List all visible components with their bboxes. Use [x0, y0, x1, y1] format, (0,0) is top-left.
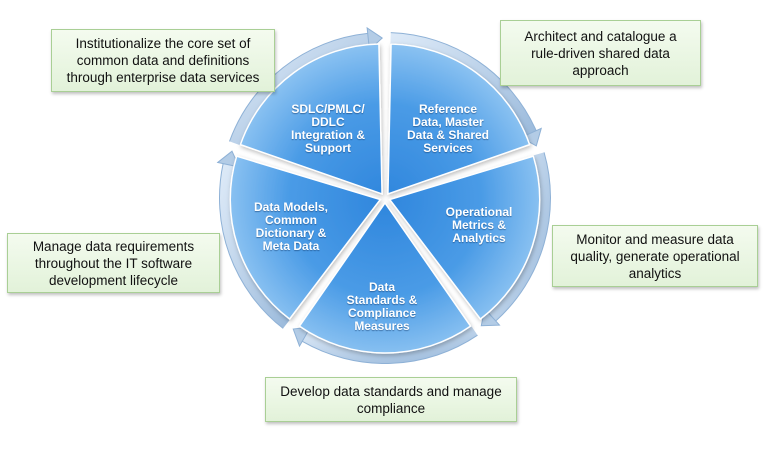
segment-label-sdlc-integration: SDLC/PMLC/ DDLC Integration & Support — [291, 102, 365, 155]
segment-label-data-models: Data Models, Common Dictionary & Meta Da… — [253, 200, 328, 253]
cycle-arrow-edge-outer — [390, 32, 537, 131]
cycle-arrow-shaft — [229, 33, 369, 146]
cycle-arrow-shaft — [488, 152, 551, 321]
cycle-arrow-edge-outer — [219, 163, 284, 329]
cycle-arrow-edge-outer — [495, 152, 551, 322]
segment-data-models — [229, 155, 382, 321]
note-institutionalize-core-data: Institutionalize the core set of common … — [51, 29, 275, 92]
segment-data-standards — [298, 201, 472, 354]
segment-label-reference-data: Reference Data, Master Data & Shared Ser… — [406, 102, 490, 155]
cycle-arrow-edge-outer — [229, 32, 368, 142]
note-manage-requirements: Manage data requirements throughout the … — [7, 233, 220, 293]
cycle-arrow-shaft — [390, 32, 537, 136]
segment-label-operational-metrics: Operational Metrics & Analytics — [445, 205, 513, 245]
cycle-arrow-edge-outer — [302, 334, 478, 364]
cycle-arrow-shaft — [219, 163, 290, 329]
note-architect-catalogue: Architect and catalogue a rule-driven sh… — [500, 20, 701, 86]
segment-reference-data — [387, 43, 531, 196]
segment-operational-metrics — [388, 155, 541, 321]
segment-sdlc-integration — [239, 43, 383, 196]
note-monitor-measure: Monitor and measure data quality, genera… — [552, 225, 758, 287]
cycle-arrow-shaft — [302, 326, 478, 364]
segment-label-data-standards: Data Standards & Compliance Measures — [346, 280, 418, 333]
note-data-standards-compliance: Develop data standards and manage compli… — [265, 377, 517, 422]
